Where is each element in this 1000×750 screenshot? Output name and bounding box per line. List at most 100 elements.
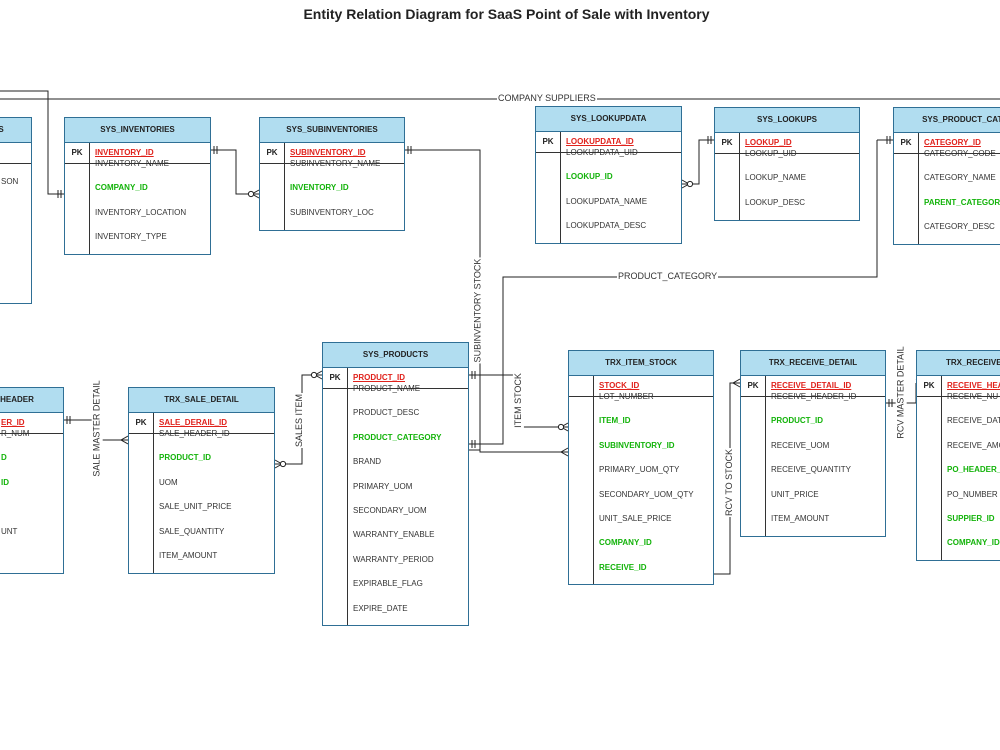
- relation-label-rcv-to-stock: RCV TO STOCK: [723, 447, 735, 517]
- pk-label: PK: [266, 148, 278, 157]
- pk-field: PRODUCT_ID: [353, 373, 406, 382]
- foreign-key-field: ITEM_ID: [599, 416, 631, 426]
- foreign-key-field: SUPPIER_ID: [947, 514, 995, 523]
- primary-key-row: [0, 143, 31, 164]
- table-title: SYS_LOOKUPS: [715, 108, 859, 133]
- field: SALE_HEADER_ID: [159, 429, 230, 438]
- optional-marker: [279, 460, 287, 468]
- field: SECONDARY_UOM: [353, 506, 427, 515]
- field: SALE_QUANTITY: [159, 526, 225, 536]
- foreign-key-field: SUBINVENTORY_ID: [599, 440, 675, 450]
- field: LOOKUPDATA_UID: [566, 148, 638, 157]
- connector-subinventory-itemstock: [469, 449, 568, 453]
- primary-key-row: PK LOOKUP_ID: [715, 133, 859, 154]
- optional-marker: [686, 180, 694, 188]
- primary-key-row: STOCK_ID: [569, 376, 713, 397]
- table-left-partial-table[interactable]: SSON: [0, 117, 32, 304]
- pk-label: PK: [747, 381, 759, 390]
- foreign-key-field: COMPANY_ID: [947, 538, 1000, 548]
- field: LOOKUP_DESC: [745, 197, 806, 207]
- connector-inventory-subinventory: [211, 149, 259, 195]
- connector-company-inventory: [0, 90, 64, 195]
- pk-label: PK: [721, 138, 733, 147]
- field: ITEM_AMOUNT: [159, 551, 218, 560]
- field: LOOKUPDATA_NAME: [566, 196, 648, 206]
- foreign-key-field: ID: [1, 477, 9, 487]
- table-trx-receive-header[interactable]: TRX_RECEIVE_PKRECEIVE_HEARECEIVE_NURECEI…: [916, 350, 1000, 561]
- primary-key-row: PK RECEIVE_DETAIL_ID: [741, 376, 885, 397]
- relation-label-subinventory-stock: SUBINVENTORY STOCK: [472, 257, 484, 363]
- many-marker: [119, 435, 129, 445]
- table-title: SYS_PRODUCTS: [323, 343, 468, 368]
- pk-field: CATEGORY_ID: [924, 138, 981, 147]
- column-divider: [765, 376, 766, 536]
- diagram-title: Entity Relation Diagram for SaaS Point o…: [303, 6, 710, 22]
- table-title: TRX_SALE_DETAIL: [129, 388, 274, 413]
- pk-label: PK: [135, 418, 147, 427]
- pk-label: PK: [542, 137, 554, 146]
- pk-field: LOOKUP_ID: [745, 138, 792, 147]
- field: LOOKUP_NAME: [745, 173, 806, 183]
- field: LOOKUPDATA_DESC: [566, 221, 647, 231]
- field: RECEIVE_UOM: [771, 440, 830, 450]
- foreign-key-field: COMPANY_ID: [599, 538, 652, 548]
- foreign-key-field: PRODUCT_ID: [159, 453, 212, 463]
- optional-marker: [557, 423, 565, 431]
- field: PRODUCT_NAME: [353, 384, 421, 393]
- foreign-key-field: PARENT_CATEGOR: [924, 197, 1000, 207]
- many-marker: [731, 378, 741, 388]
- field: EXPIRABLE_FLAG: [353, 579, 423, 589]
- field: SECONDARY_UOM_QTY: [599, 489, 694, 499]
- table-title: SYS_PRODUCT_CATEG: [894, 108, 1000, 133]
- optional-marker: [310, 371, 318, 379]
- column-divider: [153, 413, 154, 573]
- field: SALE_UNIT_PRICE: [159, 502, 232, 512]
- primary-key-row: ER_ID: [0, 413, 63, 434]
- field: BRAND: [353, 457, 382, 467]
- foreign-key-field: INVENTORY_ID: [290, 183, 349, 193]
- column-divider: [593, 376, 594, 584]
- field: PRODUCT_DESC: [353, 408, 420, 418]
- field: INVENTORY_NAME: [95, 159, 169, 168]
- field: CATEGORY_CODE: [924, 149, 996, 158]
- column-divider: [347, 368, 348, 625]
- relation-label-product-category: PRODUCT_CATEGORY: [617, 271, 719, 282]
- field: PRIMARY_UOM_QTY: [599, 465, 680, 475]
- foreign-key-field: PRODUCT_CATEGORY: [353, 432, 442, 442]
- field: SUBINVENTORY_LOC: [290, 207, 374, 217]
- foreign-key-field: PRODUCT_ID: [771, 416, 824, 426]
- table-title: SYS_SUBINVENTORIES: [260, 118, 404, 143]
- table-title: SYS_INVENTORIES: [65, 118, 210, 143]
- field: RECEIVE_QUANTITY: [771, 465, 852, 475]
- relation-label-sales-item: SALES ITEM: [293, 392, 305, 448]
- field: UNIT_PRICE: [771, 489, 819, 499]
- table-sys-lookups[interactable]: SYS_LOOKUPS PK LOOKUP_ID LOOKUP_UID LOOKUP_N…: [714, 107, 860, 221]
- field: PRIMARY_UOM: [353, 481, 413, 491]
- field: R_NUM: [1, 429, 30, 438]
- table-title: TRX_RECEIVE_: [917, 351, 1000, 376]
- pk-label: PK: [923, 381, 935, 390]
- relation-label-item-stock: ITEM STOCK: [512, 371, 524, 429]
- pk-field: RECEIVE_DETAIL_ID: [771, 381, 852, 390]
- column-divider: [739, 133, 740, 220]
- foreign-key-field: LOOKUP_ID: [566, 172, 613, 182]
- column-divider: [918, 133, 919, 244]
- field: LOOKUP_UID: [745, 149, 797, 158]
- field: LOT_NUMBER: [599, 392, 654, 401]
- foreign-key-field: RECEIVE_ID: [599, 562, 647, 572]
- column-divider: [560, 132, 561, 243]
- table-title: S: [0, 118, 31, 143]
- optional-marker: [247, 190, 255, 198]
- table-sys-product-category[interactable]: SYS_PRODUCT_CATEGPKCATEGORY_IDCATEGORY_C…: [893, 107, 1000, 245]
